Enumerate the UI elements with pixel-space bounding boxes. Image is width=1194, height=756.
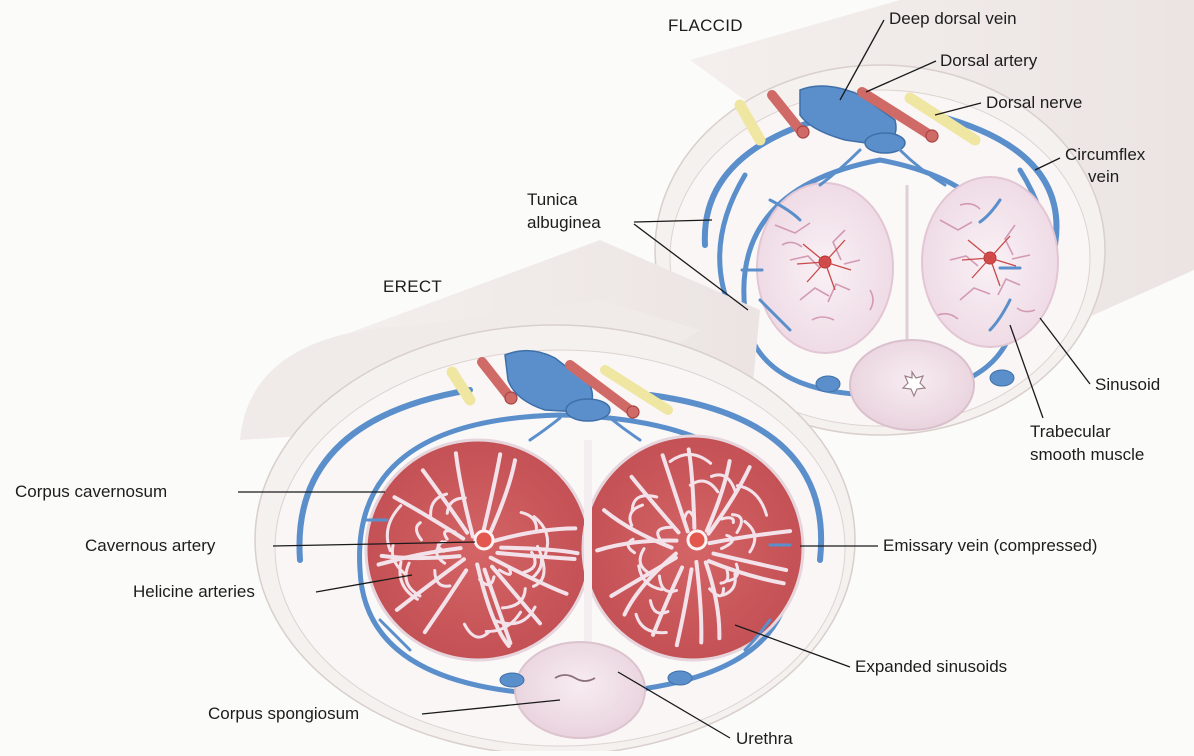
label-corpus-spongiosum: Corpus spongiosum <box>208 704 359 723</box>
erect-corpus-spongiosum <box>515 642 645 738</box>
erect-cavernous-artery-left <box>475 531 493 549</box>
label-cavernous-artery: Cavernous artery <box>85 536 216 555</box>
label-emissary-vein: Emissary vein (compressed) <box>883 536 1097 555</box>
label-tunica-line1: Tunica <box>527 190 578 209</box>
label-dorsal-nerve: Dorsal nerve <box>986 93 1082 112</box>
label-corpus-cavernosum: Corpus cavernosum <box>15 482 167 501</box>
label-circumflex-vein-line2: vein <box>1088 167 1119 186</box>
label-expanded-sinusoids: Expanded sinusoids <box>855 657 1007 676</box>
label-urethra: Urethra <box>736 729 793 748</box>
label-dorsal-artery: Dorsal artery <box>940 51 1038 70</box>
erect-cavernous-artery-right <box>688 531 706 549</box>
caption-flaccid: FLACCID <box>668 16 743 35</box>
caption-erect: ERECT <box>383 277 442 296</box>
label-tunica-line2: albuginea <box>527 213 601 232</box>
label-trabecular-line2: smooth muscle <box>1030 445 1144 464</box>
label-deep-dorsal-vein: Deep dorsal vein <box>889 9 1017 28</box>
label-helicine-arteries: Helicine arteries <box>133 582 255 601</box>
label-trabecular-line1: Trabecular <box>1030 422 1111 441</box>
label-circumflex-vein-line1: Circumflex <box>1065 145 1146 164</box>
label-sinusoid: Sinusoid <box>1095 375 1160 394</box>
